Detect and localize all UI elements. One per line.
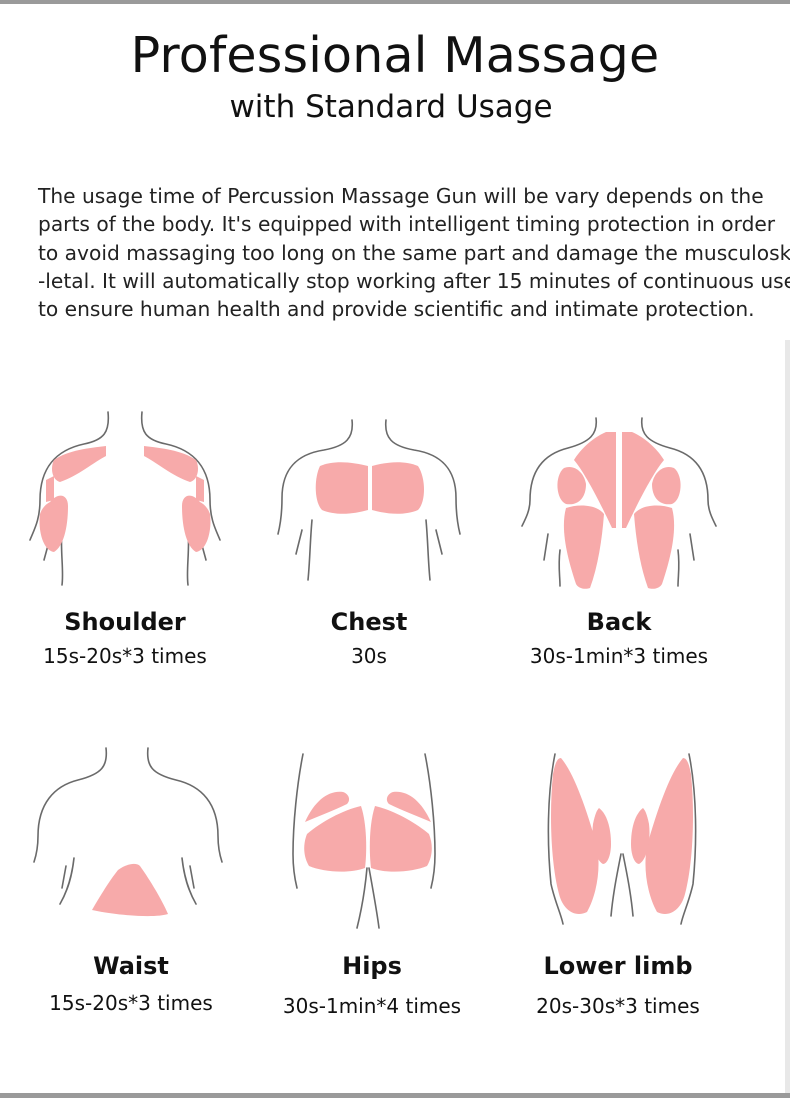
waist-muscles-icon	[33, 747, 223, 917]
top-border	[0, 0, 790, 4]
chest-muscles-icon	[277, 419, 461, 581]
body-part-card-back: Back 30s-1min*3 times	[504, 410, 734, 700]
body-part-card-shoulder: Shoulder 15s-20s*3 times	[10, 410, 240, 700]
body-part-name: Shoulder	[64, 608, 186, 636]
body-part-name: Waist	[93, 952, 169, 980]
body-part-time: 30s-1min*4 times	[282, 994, 462, 1018]
shoulder-muscles-icon	[29, 411, 221, 586]
description-line: The usage time of Percussion Massage Gun…	[38, 184, 764, 208]
back-muscles-icon	[521, 417, 717, 589]
right-edge-shadow	[785, 340, 790, 1093]
body-part-card-hips: Hips 30s-1min*4 times	[257, 744, 487, 1034]
body-part-card-lower-limb: Lower limb 20s-30s*3 times	[503, 744, 733, 1034]
body-part-time: 15s-20s*3 times	[49, 991, 213, 1015]
body-part-time: 20s-30s*3 times	[536, 994, 700, 1018]
description-line: to ensure human health and provide scien…	[38, 297, 755, 322]
body-part-card-waist: Waist 15s-20s*3 times	[16, 744, 246, 1034]
body-part-time: 30s-1min*3 times	[529, 644, 709, 668]
body-part-name: Hips	[342, 952, 402, 980]
page-subtitle: with Standard Usage	[229, 89, 553, 125]
description-line: -letal. It will automatically stop worki…	[38, 268, 790, 293]
page-title: Professional Massage	[130, 27, 660, 84]
usage-description: The usage time of Percussion Massage Gun…	[38, 182, 790, 323]
hips-muscles-icon	[292, 753, 436, 929]
body-part-name: Chest	[330, 608, 408, 636]
body-part-time: 15s-20s*3 times	[43, 644, 207, 668]
body-part-name: Back	[586, 608, 652, 636]
lower-limb-muscles-icon	[547, 753, 697, 925]
body-part-card-chest: Chest 30s	[254, 410, 484, 700]
description-line: parts of the body. It's equipped with in…	[38, 212, 776, 237]
body-part-name: Lower limb	[543, 952, 693, 980]
description-line: to avoid massaging too long on the same …	[38, 240, 790, 265]
bottom-border	[0, 1093, 790, 1098]
body-part-time: 30s	[351, 644, 387, 668]
